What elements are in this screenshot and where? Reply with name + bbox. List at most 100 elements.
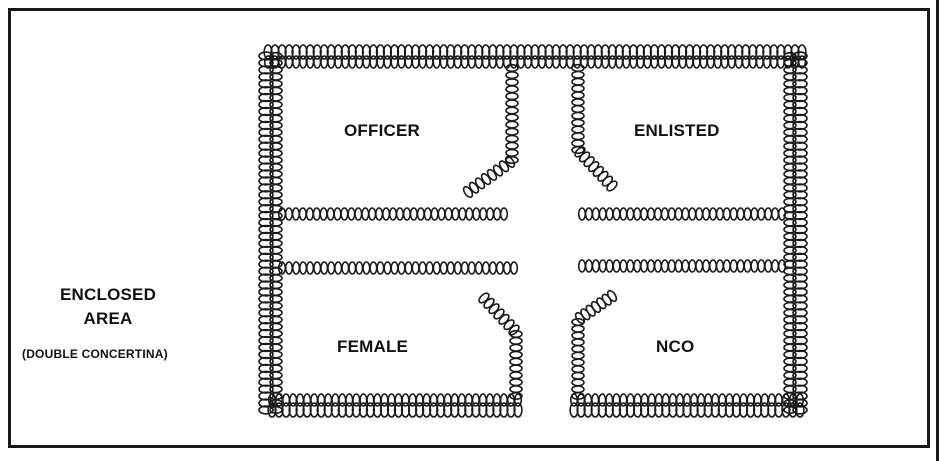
wire-coil xyxy=(269,211,283,220)
wire-coil xyxy=(376,55,385,69)
wire-coil xyxy=(505,141,519,150)
wire-coil xyxy=(571,132,585,141)
wire-coil xyxy=(509,336,523,346)
wire-coil xyxy=(571,378,585,387)
wire-coil xyxy=(409,207,418,221)
wire-coil xyxy=(571,70,585,79)
wire-coil xyxy=(340,207,349,221)
wire-coil xyxy=(792,280,808,290)
wire-coil xyxy=(571,365,585,374)
wire-coil xyxy=(269,378,283,387)
wire-coil xyxy=(571,98,585,107)
wire-coil xyxy=(418,55,427,69)
wire-coil xyxy=(674,259,683,273)
female-label: FEMALE xyxy=(337,337,409,356)
wire-coil xyxy=(783,149,797,158)
wire-coil xyxy=(258,384,274,394)
wire-coil xyxy=(471,393,480,407)
wire-coil xyxy=(612,259,621,273)
wire-coil xyxy=(498,313,510,325)
double-concertina-note: (DOUBLE CONCERTINA) xyxy=(22,347,168,361)
wire-coil xyxy=(269,350,283,359)
wire-coil xyxy=(474,177,486,190)
wire-coil xyxy=(571,125,585,134)
enclosed-area-title: ENCLOSED AREA xyxy=(60,283,156,331)
wire-coil xyxy=(258,65,274,75)
wire-coil xyxy=(783,378,797,387)
wire-coil xyxy=(397,55,406,69)
wire-coil xyxy=(480,173,492,186)
wire-coil xyxy=(626,259,635,273)
wire-coil xyxy=(488,261,498,275)
wire-coil xyxy=(688,259,697,273)
wire-coil xyxy=(258,127,274,138)
perimeter-bottom-right-inner xyxy=(569,393,805,407)
wire-coil xyxy=(269,274,283,283)
wire-coil xyxy=(523,55,533,69)
divider-bottom-left-vertical xyxy=(509,329,523,401)
wire-coil xyxy=(720,55,729,69)
wire-coil xyxy=(462,185,474,199)
divider-upper-right-horizontal xyxy=(577,207,787,221)
wire-coil xyxy=(312,207,321,221)
wire-coil xyxy=(783,253,797,262)
wire-coil xyxy=(792,169,808,179)
wire-coil xyxy=(701,207,711,221)
wire-coil xyxy=(571,351,585,360)
wire-coil xyxy=(488,55,497,69)
wire-coil xyxy=(320,261,329,275)
wire-coil xyxy=(503,319,515,331)
wire-coil xyxy=(558,55,568,69)
wire-coil xyxy=(383,55,392,69)
wire-coil xyxy=(269,336,283,345)
wire-coil xyxy=(269,287,283,297)
wire-coil xyxy=(317,393,326,407)
wire-coil xyxy=(464,393,473,407)
wire-coil xyxy=(258,315,274,325)
wire-coil xyxy=(348,55,357,69)
wire-coil xyxy=(734,55,743,69)
wire-coil xyxy=(584,207,594,221)
wire-coil xyxy=(258,252,274,262)
wire-coil xyxy=(269,232,283,241)
wire-coil xyxy=(783,232,797,241)
wire-coil xyxy=(269,253,283,262)
wire-coil xyxy=(258,280,274,290)
wire-coil xyxy=(341,55,350,69)
wire-coil xyxy=(352,393,361,407)
wire-coil xyxy=(619,259,628,273)
wire-coil xyxy=(571,324,585,333)
wire-coil xyxy=(269,322,283,331)
wire-coil xyxy=(783,58,797,68)
wire-coil xyxy=(269,315,283,324)
wire-coil xyxy=(692,55,701,69)
wire-coil xyxy=(792,363,808,374)
wire-coil xyxy=(678,55,687,69)
wire-coil xyxy=(587,55,596,69)
wire-coil xyxy=(369,261,378,275)
wire-coil xyxy=(368,207,377,221)
wire-coil xyxy=(770,259,780,273)
wire-coil xyxy=(792,113,808,124)
wire-coil xyxy=(636,55,645,69)
wire-coil xyxy=(792,370,808,380)
wire-coil xyxy=(783,294,797,304)
wire-coil xyxy=(792,183,808,193)
wire-coil xyxy=(258,217,274,228)
wire-coil xyxy=(571,104,585,114)
wire-coil xyxy=(743,207,752,221)
wire-coil xyxy=(492,393,502,407)
wire-coil xyxy=(313,261,322,275)
wire-coil xyxy=(681,207,690,221)
officer-label: OFFICER xyxy=(344,121,421,140)
wire-coil xyxy=(792,203,808,214)
wire-coil xyxy=(571,385,585,394)
wire-coil xyxy=(269,128,283,137)
wire-coil xyxy=(269,142,283,151)
wire-coil xyxy=(577,259,587,273)
wire-coil xyxy=(258,405,274,415)
wire-coil xyxy=(571,338,585,347)
wire-coil xyxy=(269,135,283,144)
wire-coil xyxy=(479,207,488,221)
wire-coil xyxy=(439,261,448,275)
